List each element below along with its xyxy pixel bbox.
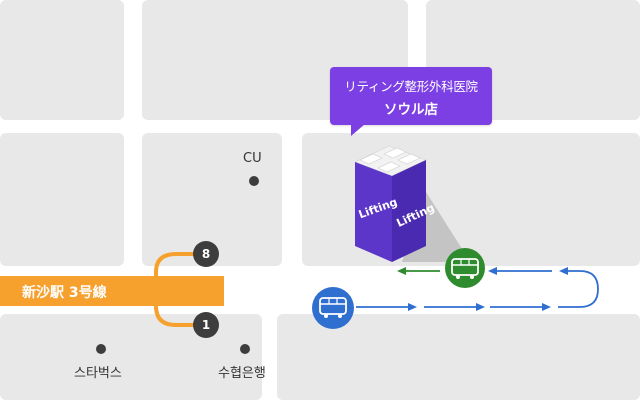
suhyup-dot-marker-icon <box>240 344 250 354</box>
cu-label: CU <box>243 151 262 166</box>
clinic-building: Lifting Lifting <box>353 145 436 262</box>
station-label-bar: 新沙駅 3号線 <box>0 276 224 306</box>
clinic-callout: リティング整形外科医院 ソウル店 <box>330 67 492 125</box>
green-bus-icon <box>445 248 485 288</box>
exit-1-badge: 1 <box>193 312 219 338</box>
blue-bus-route <box>356 267 599 311</box>
cu-dot-marker-icon <box>249 176 259 186</box>
exit-8-badge: 8 <box>193 241 219 267</box>
green-bus-route <box>397 267 440 275</box>
blue-bus-icon <box>312 287 354 329</box>
clinic-name-line1: リティング整形外科医院 <box>344 79 478 94</box>
station-name: 新沙駅 3号線 <box>22 285 107 301</box>
callout-pointer <box>351 124 365 136</box>
clinic-name-line2: ソウル店 <box>384 102 438 118</box>
starbucks-dot-marker-icon <box>96 344 106 354</box>
suhyup-label: 수협은행 <box>218 366 266 381</box>
starbucks-label: 스타벅스 <box>74 366 122 381</box>
